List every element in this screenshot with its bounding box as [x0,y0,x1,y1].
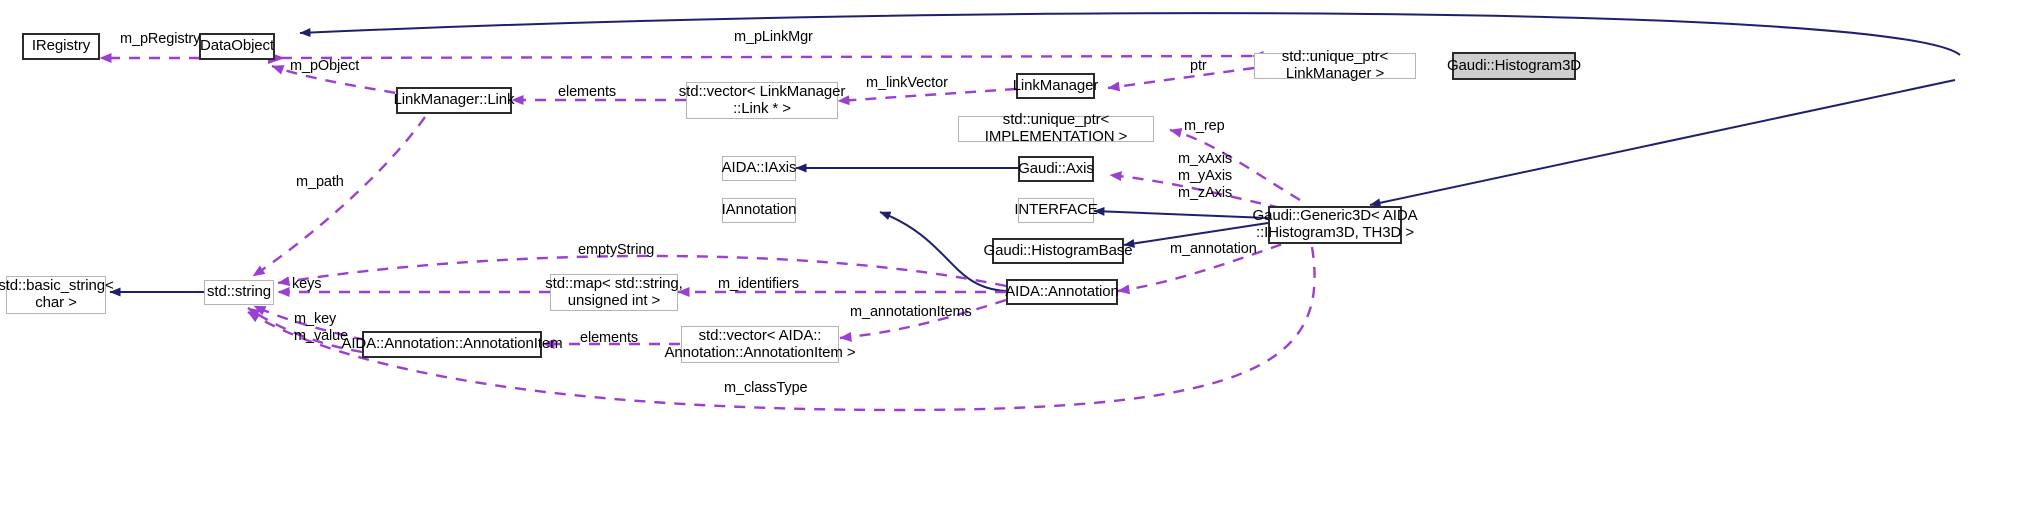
node-label: Gaudi::Histogram3D [1446,56,1582,74]
edge-label-ptr: ptr [1190,58,1207,74]
node-unique-ptr-implementation[interactable]: std::unique_ptr< IMPLEMENTATION > [958,111,1154,145]
node-aida-iaxis[interactable]: AIDA::IAxis [722,156,796,181]
edge-assoc-m_pObject [271,64,416,98]
node-gaudi-histogrambase[interactable]: Gaudi::HistogramBase [984,238,1133,264]
edge-assoc-m_path [252,116,426,278]
node-label: Gaudi::Axis [1018,159,1094,177]
edge-assoc-m_classType [247,246,1316,412]
node-label: AIDA::Annotation::AnnotationItem [341,335,563,353]
edge-label-m_linkVector: m_linkVector [866,75,948,91]
node-interface[interactable]: INTERFACE [1014,198,1098,223]
node-iregistry[interactable]: IRegistry [22,33,100,60]
node-label: std::basic_string< char > [0,277,114,311]
node-iannotation[interactable]: IAnnotation [721,198,797,223]
node-label: std::string [207,283,271,301]
node-label: std::unique_ptr< LinkManager > [1281,48,1389,82]
edge-assoc-m_rep [1169,127,1301,202]
edge-label-m_rep: m_rep [1184,118,1225,134]
node-label: LinkManager [1012,76,1099,94]
edge-assoc-m_annotation [1117,236,1301,295]
edge-assoc-m_axes [1109,171,1301,214]
edge-assoc-m_annotationItems [839,298,1007,342]
node-linkmanager[interactable]: LinkManager [1013,73,1098,99]
edge-label-m_annotationItems: m_annotationItems [850,304,972,320]
node-label: Gaudi::Generic3D< AIDA ::IHistogram3D, T… [1252,207,1418,241]
node-gaudi-histogram3d[interactable]: Gaudi::Histogram3D [1447,52,1581,80]
node-label: std::unique_ptr< IMPLEMENTATION > [984,111,1128,145]
node-std-string[interactable]: std::string [204,280,274,305]
edge-inherit-iannotation [879,211,1007,292]
node-label: AIDA::Annotation [1005,282,1119,300]
node-gaudi-axis[interactable]: Gaudi::Axis [1018,156,1094,182]
node-linkmanager-link[interactable]: LinkManager::Link [393,87,515,114]
edge-inherit-histogrambase [1123,222,1269,248]
edge-label-m_pRegistry: m_pRegistry [120,31,201,47]
edge-label-m_pLinkMgr: m_pLinkMgr [734,29,813,45]
node-label: std::map< std::string, unsigned int > [545,274,683,309]
edge-assoc-ptr [1107,66,1255,92]
edge-assoc-m_linkVector [837,87,1017,106]
node-label: INTERFACE [1014,201,1098,219]
node-label: LinkManager::Link [393,91,515,109]
edge-label-m_identifiers: m_identifiers [718,276,799,292]
edge-label-m_key-m_value: m_key m_value [294,311,349,345]
node-annotation-item[interactable]: AIDA::Annotation::AnnotationItem [341,331,563,358]
node-dataobject[interactable]: DataObject [199,33,275,60]
edge-label-keys: keys [292,276,322,292]
node-label: IAnnotation [721,201,797,219]
node-label: AIDA::IAxis [721,159,797,177]
edge-label-elements-link: elements [558,84,617,100]
node-label: std::vector< LinkManager ::Link * > [678,82,846,117]
edge-label-m_pObject: m_pObject [290,58,360,74]
edge-label-elements-item: elements [580,330,639,346]
edge-inherit-generic3d [1369,79,1956,208]
edge-label-emptyString: emptyString [578,242,655,258]
node-map-string-uint[interactable]: std::map< std::string, unsigned int > [545,274,683,311]
node-unique-ptr-linkmanager[interactable]: std::unique_ptr< LinkManager > [1254,48,1416,82]
node-gaudi-generic3d[interactable]: Gaudi::Generic3D< AIDA ::IHistogram3D, T… [1253,206,1418,244]
node-vector-linkmanager-link[interactable]: std::vector< LinkManager ::Link * > [679,82,845,119]
edge-label-m_annotation: m_annotation [1170,241,1257,257]
node-label: std::vector< AIDA:: Annotation::Annotati… [664,326,856,361]
node-basic-string[interactable]: std::basic_string< char > [0,276,114,314]
node-label: IRegistry [31,37,91,55]
edge-inherit-interface [1093,206,1269,219]
edge-assoc-emptyString [277,254,1007,288]
node-label: Gaudi::HistogramBase [983,241,1133,259]
edge-inherit-dataobject [299,12,1961,56]
edge-label-m_axes: m_xAxis m_yAxis m_zAxis [1178,151,1233,202]
edge-label-m_classType: m_classType [724,380,808,396]
edge-assoc-m_pLinkMgr [268,50,1264,64]
edge-label-m_path: m_path [296,174,344,190]
node-label: DataObject [199,37,275,55]
node-vector-annotation-item[interactable]: std::vector< AIDA:: Annotation::Annotati… [664,326,856,363]
node-aida-annotation[interactable]: AIDA::Annotation [1005,279,1119,305]
